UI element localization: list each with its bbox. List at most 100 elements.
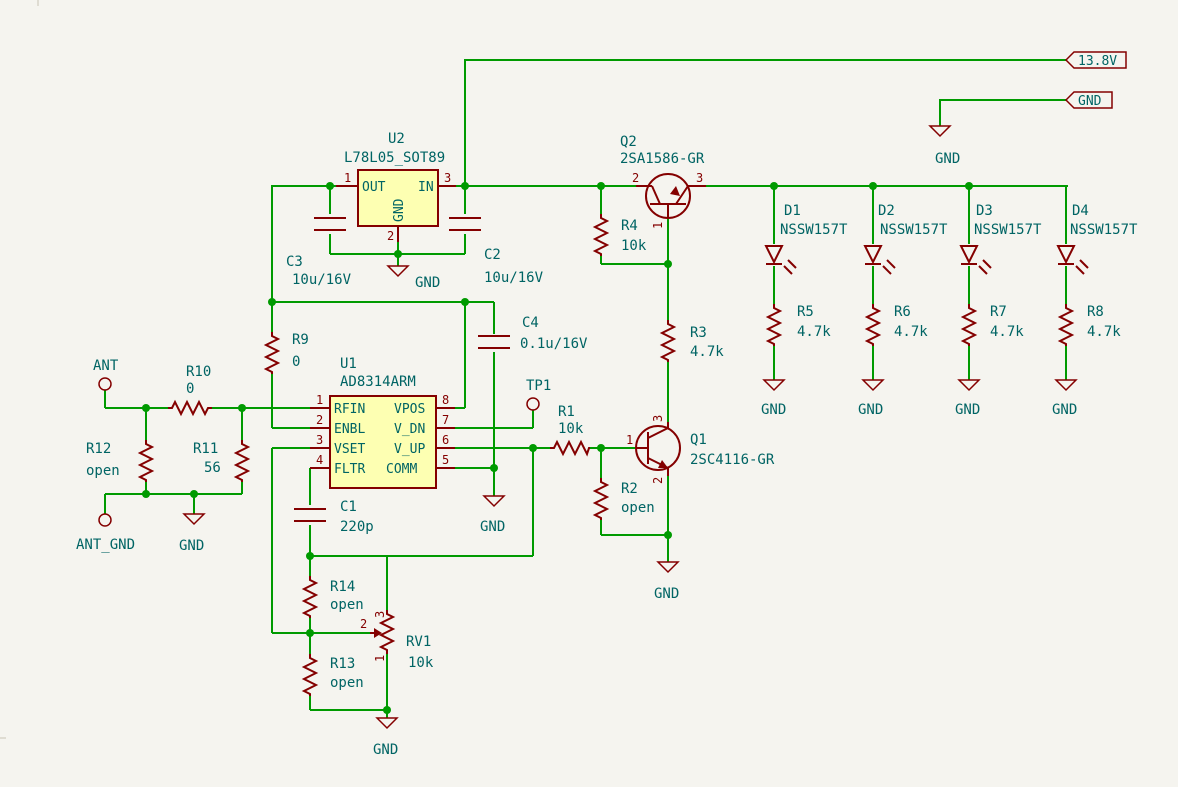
svg-text:2: 2 [632,171,639,185]
svg-text:R7: R7 [990,304,1007,320]
svg-text:GND: GND [935,151,960,167]
svg-text:GND: GND [415,275,440,291]
transistor-q2[interactable]: Q2 2SA1586-GR 2 3 1 [620,134,706,229]
svg-text:0.1u/16V: 0.1u/16V [520,336,588,352]
gnd-symbol: GND [386,265,440,291]
u1-pin-leads [310,407,455,469]
resistor-r6[interactable]: R6 4.7k [864,304,928,346]
net-label-gnd[interactable]: GND [1064,91,1113,109]
svg-text:ENBL: ENBL [334,422,365,437]
svg-text:5: 5 [442,453,449,467]
svg-text:R6: R6 [894,304,911,320]
resistor-r5[interactable]: R5 4.7k [765,304,831,346]
svg-text:10k: 10k [558,421,584,437]
u2-ref: U2 [388,131,405,147]
led-d3[interactable]: D3 NSSW157T [959,203,1042,275]
resistor-r2[interactable]: R2 open [592,478,655,520]
capacitor-c1[interactable]: C1 220p [294,499,374,535]
tp1-testpoint[interactable]: TP1 [526,378,551,411]
svg-text:R1: R1 [558,404,575,420]
svg-text:R8: R8 [1087,304,1104,320]
svg-text:4: 4 [316,453,323,467]
net-label-13v8[interactable]: 13.8V [1064,51,1127,69]
resistor-r8[interactable]: R8 4.7k [1057,304,1121,346]
gnd-symbol: GND [1052,379,1078,418]
svg-text:3: 3 [651,415,665,422]
frame-ticks [0,0,39,739]
u1-value: AD8314ARM [340,374,416,390]
svg-text:4.7k: 4.7k [797,324,831,340]
net-label-gnd-text: GND [1078,94,1102,109]
ant-label: ANT [93,358,119,374]
u1-detector[interactable]: U1 AD8314ARM RFIN ENBL VSET FLTR VPOS V_… [310,356,455,489]
resistor-r9[interactable]: R9 0 [263,332,309,374]
svg-text:4.7k: 4.7k [1087,324,1121,340]
ant-connector[interactable]: ANT [93,358,119,391]
svg-text:2: 2 [651,477,665,484]
svg-text:NSSW157T: NSSW157T [780,222,848,238]
svg-text:1: 1 [651,222,665,229]
capacitor-c3[interactable]: C3 10u/16V [286,217,352,288]
svg-text:C1: C1 [340,499,357,515]
svg-text:2SA1586-GR: 2SA1586-GR [620,151,705,167]
svg-text:NSSW157T: NSSW157T [974,222,1042,238]
svg-text:VSET: VSET [334,442,365,457]
svg-text:GND: GND [1052,402,1077,418]
u2-value: L78L05_SOT89 [344,150,445,166]
svg-text:VPOS: VPOS [394,402,425,417]
svg-text:NSSW157T: NSSW157T [880,222,948,238]
svg-text:6: 6 [442,433,449,447]
led-d1[interactable]: D1 NSSW157T [764,203,848,275]
net-label-13v8-text: 13.8V [1078,54,1117,69]
tp1-label: TP1 [526,378,551,394]
ant-gnd-connector[interactable]: ANT_GND [76,513,135,553]
svg-text:1: 1 [344,171,351,185]
resistor-r4[interactable]: R4 10k [592,214,647,256]
resistor-r11[interactable]: R11 56 [193,440,251,482]
resistor-r13[interactable]: R13 open [301,654,364,696]
svg-text:RFIN: RFIN [334,402,365,417]
svg-text:56: 56 [204,460,221,476]
svg-text:10u/16V: 10u/16V [484,270,544,286]
svg-text:D1: D1 [784,203,801,219]
svg-text:R10: R10 [186,364,211,380]
resistor-r14[interactable]: R14 open [301,576,364,618]
svg-text:R5: R5 [797,304,814,320]
svg-text:NSSW157T: NSSW157T [1070,222,1138,238]
capacitor-c4[interactable]: C4 0.1u/16V [478,315,588,352]
gnd-symbol: GND [480,495,506,535]
transistor-q1[interactable]: Q1 2SC4116-GR 1 3 2 [626,415,775,484]
svg-text:GND: GND [392,198,407,222]
svg-text:10u/16V: 10u/16V [292,272,352,288]
u2-regulator[interactable]: U2 L78L05_SOT89 OUT IN GND 1 3 2 [336,131,456,243]
svg-text:4.7k: 4.7k [990,324,1024,340]
potentiometer-rv1[interactable]: 2 3 1 RV1 10k [360,610,434,671]
svg-text:RV1: RV1 [406,634,431,650]
resistor-r3[interactable]: R3 4.7k [659,320,724,362]
resistor-r10[interactable]: R10 0 [168,364,212,417]
svg-text:0: 0 [186,381,194,397]
resistor-r1[interactable]: R1 10k [550,404,590,457]
svg-text:open: open [330,675,364,691]
capacitor-c2[interactable]: C2 10u/16V [449,217,544,286]
resistor-r7[interactable]: R7 4.7k [960,304,1024,346]
svg-text:10k: 10k [408,655,434,671]
svg-text:4.7k: 4.7k [690,344,724,360]
led-d4[interactable]: D4 NSSW157T [1056,203,1138,275]
svg-text:FLTR: FLTR [334,462,365,477]
resistor-r12[interactable]: R12 open [86,440,155,482]
svg-text:2SC4116-GR: 2SC4116-GR [690,452,775,468]
svg-text:0: 0 [292,354,300,370]
led-d2[interactable]: D2 NSSW157T [863,203,948,275]
gnd-symbol: GND [955,379,981,418]
gnd-symbol: GND [928,125,960,167]
gnd-symbols: GND GND GND GND GND GND GND GND GND GND [179,125,1078,758]
svg-text:V_DN: V_DN [394,422,425,437]
gnd-symbol: GND [654,561,680,602]
svg-text:10k: 10k [621,238,647,254]
svg-text:OUT: OUT [362,180,386,195]
svg-text:2: 2 [316,413,323,427]
svg-text:V_UP: V_UP [394,442,425,457]
svg-text:1: 1 [626,433,633,447]
